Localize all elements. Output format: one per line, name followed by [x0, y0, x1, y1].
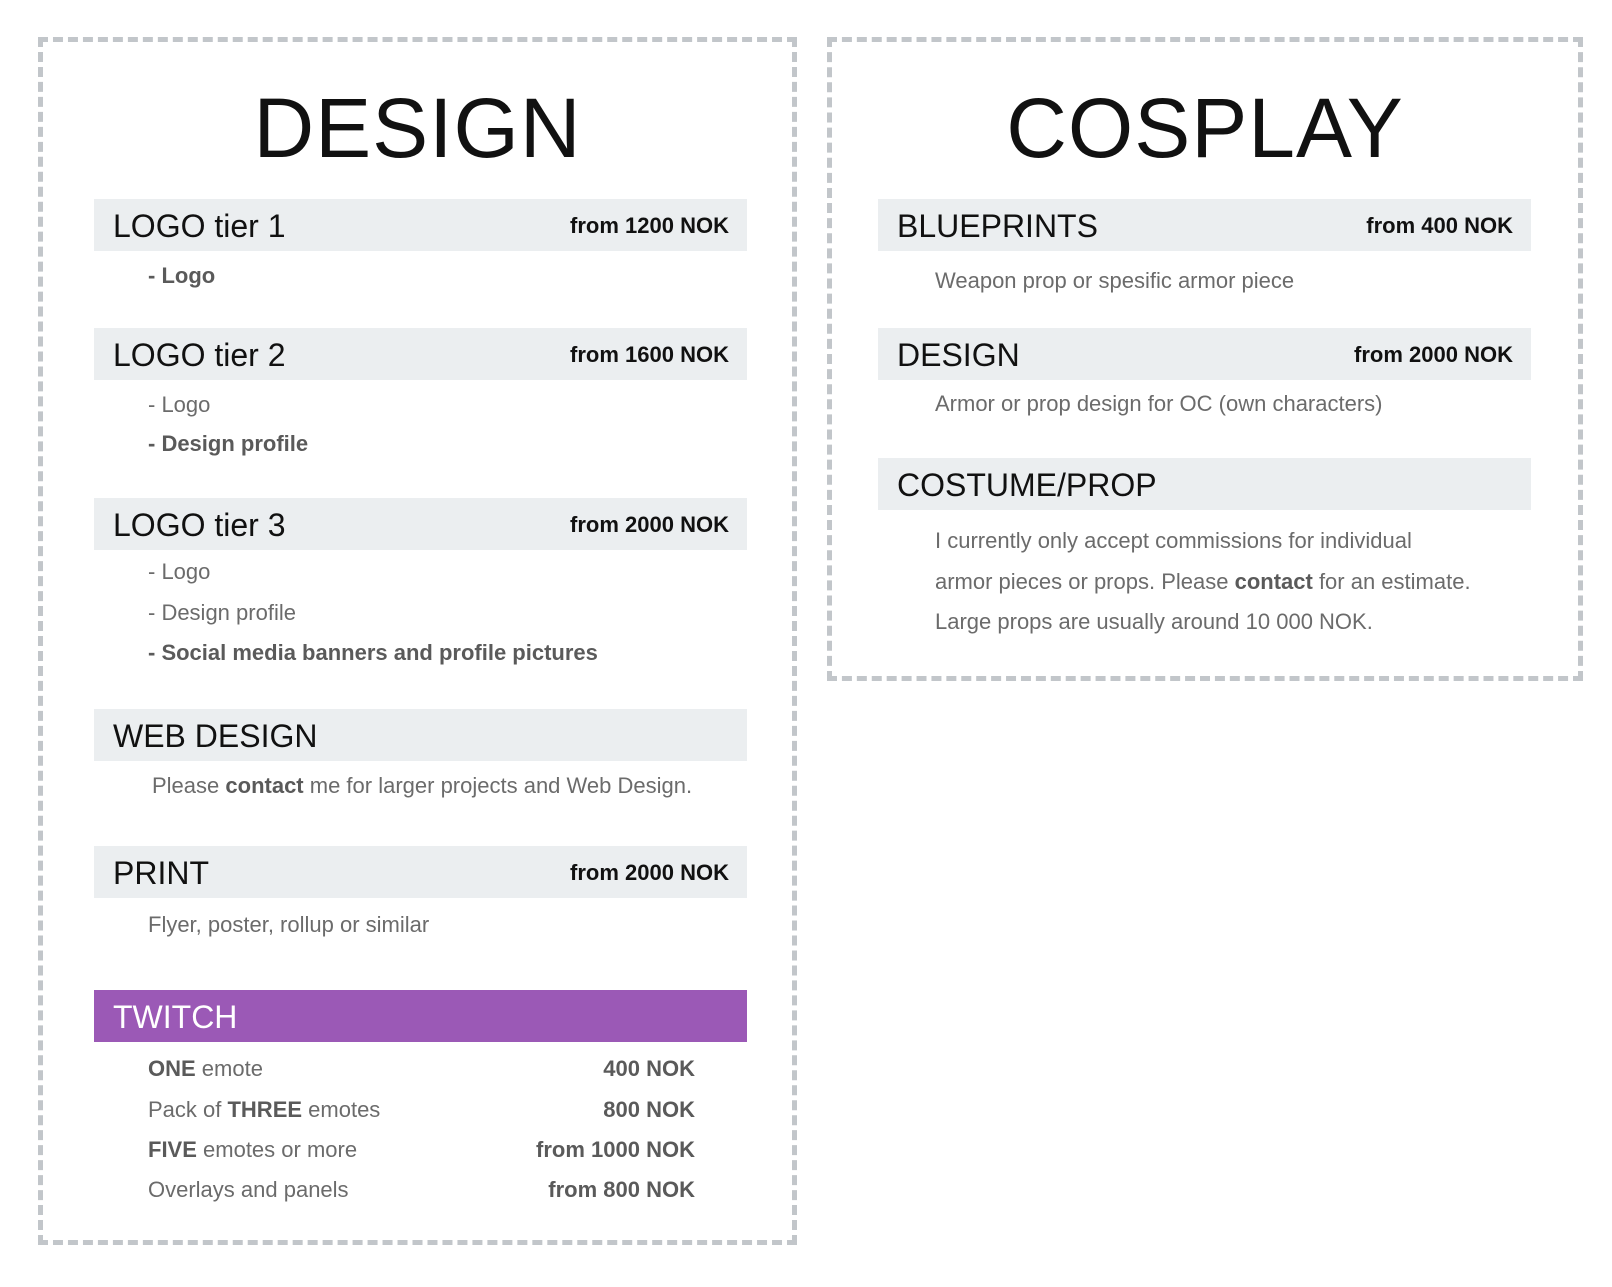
text: emotes or more: [196, 1137, 358, 1162]
print-price: from 2000 NOK: [570, 860, 729, 885]
costume-prop-desc-line: I currently only accept commissions for …: [935, 528, 1412, 553]
design-panel: [38, 37, 797, 1245]
logo-tier-3-item: - Design profile: [148, 600, 296, 625]
item-text: - Social media banners and profile pictu…: [148, 640, 598, 665]
text: ONE: [148, 1056, 196, 1081]
twitch-row: Overlays and panels: [148, 1176, 349, 1204]
logo-tier-2-label: LOGO tier 2: [113, 337, 286, 373]
text: me for larger projects and Web Design.: [303, 773, 693, 798]
contact-link[interactable]: contact: [1234, 569, 1313, 594]
logo-tier-3-price: from 2000 NOK: [570, 512, 729, 537]
text: FIVE: [148, 1137, 197, 1162]
text: Please: [152, 773, 226, 798]
twitch-row-price: from 1000 NOK: [536, 1137, 695, 1162]
web-design-header: WEB DESIGN: [94, 709, 747, 761]
item-text: - Logo: [148, 263, 216, 288]
costume-prop-desc-line: Large props are usually around 10 000 NO…: [935, 609, 1373, 634]
twitch-row: Pack of THREE emotes: [148, 1096, 380, 1124]
twitch-row: FIVE emotes or more: [148, 1136, 357, 1164]
cosplay-design-header: DESIGN from 2000 NOK: [878, 328, 1531, 380]
twitch-row-price: 800 NOK: [603, 1097, 695, 1122]
logo-tier-1-price: from 1200 NOK: [570, 213, 729, 238]
logo-tier-2-item: - Logo: [148, 392, 211, 417]
cosplay-design-desc: Armor or prop design for OC (own charact…: [935, 391, 1383, 416]
contact-link[interactable]: contact: [225, 773, 304, 798]
item-text: - Design profile: [148, 431, 309, 456]
logo-tier-3-item: - Social media banners and profile pictu…: [148, 639, 598, 667]
text: emote: [195, 1056, 263, 1081]
web-design-desc: Please contact me for larger projects an…: [152, 772, 692, 800]
cosplay-design-price: from 2000 NOK: [1354, 342, 1513, 367]
twitch-row: ONE emote: [148, 1055, 263, 1083]
logo-tier-3-label: LOGO tier 3: [113, 507, 286, 543]
text: armor pieces or props. Please: [935, 569, 1235, 594]
logo-tier-3-header: LOGO tier 3 from 2000 NOK: [94, 498, 747, 550]
text: emotes: [302, 1097, 381, 1122]
twitch-header: TWITCH: [94, 990, 747, 1042]
text: THREE: [227, 1097, 303, 1122]
cosplay-panel: [827, 37, 1583, 681]
logo-tier-2-price: from 1600 NOK: [570, 342, 729, 367]
logo-tier-2-header: LOGO tier 2 from 1600 NOK: [94, 328, 747, 380]
twitch-row-price: 400 NOK: [603, 1056, 695, 1081]
logo-tier-1-item: - Logo: [148, 262, 215, 290]
text: for an estimate.: [1312, 569, 1471, 594]
logo-tier-1-label: LOGO tier 1: [113, 208, 286, 244]
costume-prop-desc-line: armor pieces or props. Please contact fo…: [935, 568, 1471, 596]
cosplay-title: COSPLAY: [1006, 81, 1404, 175]
blueprints-price: from 400 NOK: [1366, 213, 1513, 238]
web-design-label: WEB DESIGN: [113, 718, 318, 754]
logo-tier-2-item: - Design profile: [148, 430, 308, 458]
costume-prop-header: COSTUME/PROP: [878, 458, 1531, 510]
blueprints-header: BLUEPRINTS from 400 NOK: [878, 199, 1531, 251]
twitch-label: TWITCH: [113, 999, 238, 1035]
logo-tier-1-header: LOGO tier 1 from 1200 NOK: [94, 199, 747, 251]
costume-prop-label: COSTUME/PROP: [897, 467, 1157, 503]
twitch-row-price: from 800 NOK: [548, 1177, 695, 1202]
print-desc: Flyer, poster, rollup or similar: [148, 912, 430, 937]
print-header: PRINT from 2000 NOK: [94, 846, 747, 898]
text: Pack of: [148, 1097, 228, 1122]
blueprints-desc: Weapon prop or spesific armor piece: [935, 268, 1295, 293]
design-title: DESIGN: [253, 81, 582, 175]
cosplay-design-label: DESIGN: [897, 337, 1020, 373]
text: Overlays and panels: [148, 1177, 349, 1202]
logo-tier-3-item: - Logo: [148, 559, 211, 584]
print-label: PRINT: [113, 855, 209, 891]
blueprints-label: BLUEPRINTS: [897, 208, 1098, 244]
